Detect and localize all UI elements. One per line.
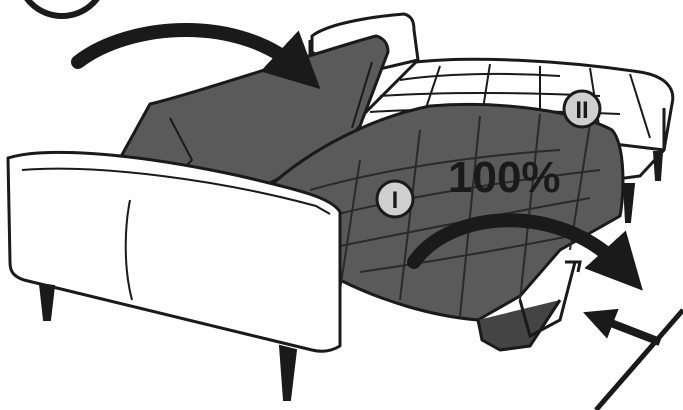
metal-frame bbox=[518, 260, 582, 339]
rotate-arrow-seat bbox=[407, 213, 643, 291]
rotate-arrow-icon bbox=[71, 23, 643, 291]
marker-one: I bbox=[375, 179, 415, 219]
step-circle-partial bbox=[24, 0, 100, 19]
push-arrow-icon bbox=[583, 308, 683, 410]
marker-two-label: II bbox=[575, 97, 588, 124]
marker-one-label: I bbox=[392, 187, 399, 214]
marker-two: II bbox=[562, 89, 602, 129]
sofa-legs bbox=[38, 151, 664, 401]
rotate-arrow-top bbox=[71, 23, 321, 90]
seat-cushion-part-one bbox=[268, 102, 625, 352]
percent-label: 100% bbox=[448, 153, 561, 202]
sofa-front-armrest bbox=[6, 150, 342, 353]
